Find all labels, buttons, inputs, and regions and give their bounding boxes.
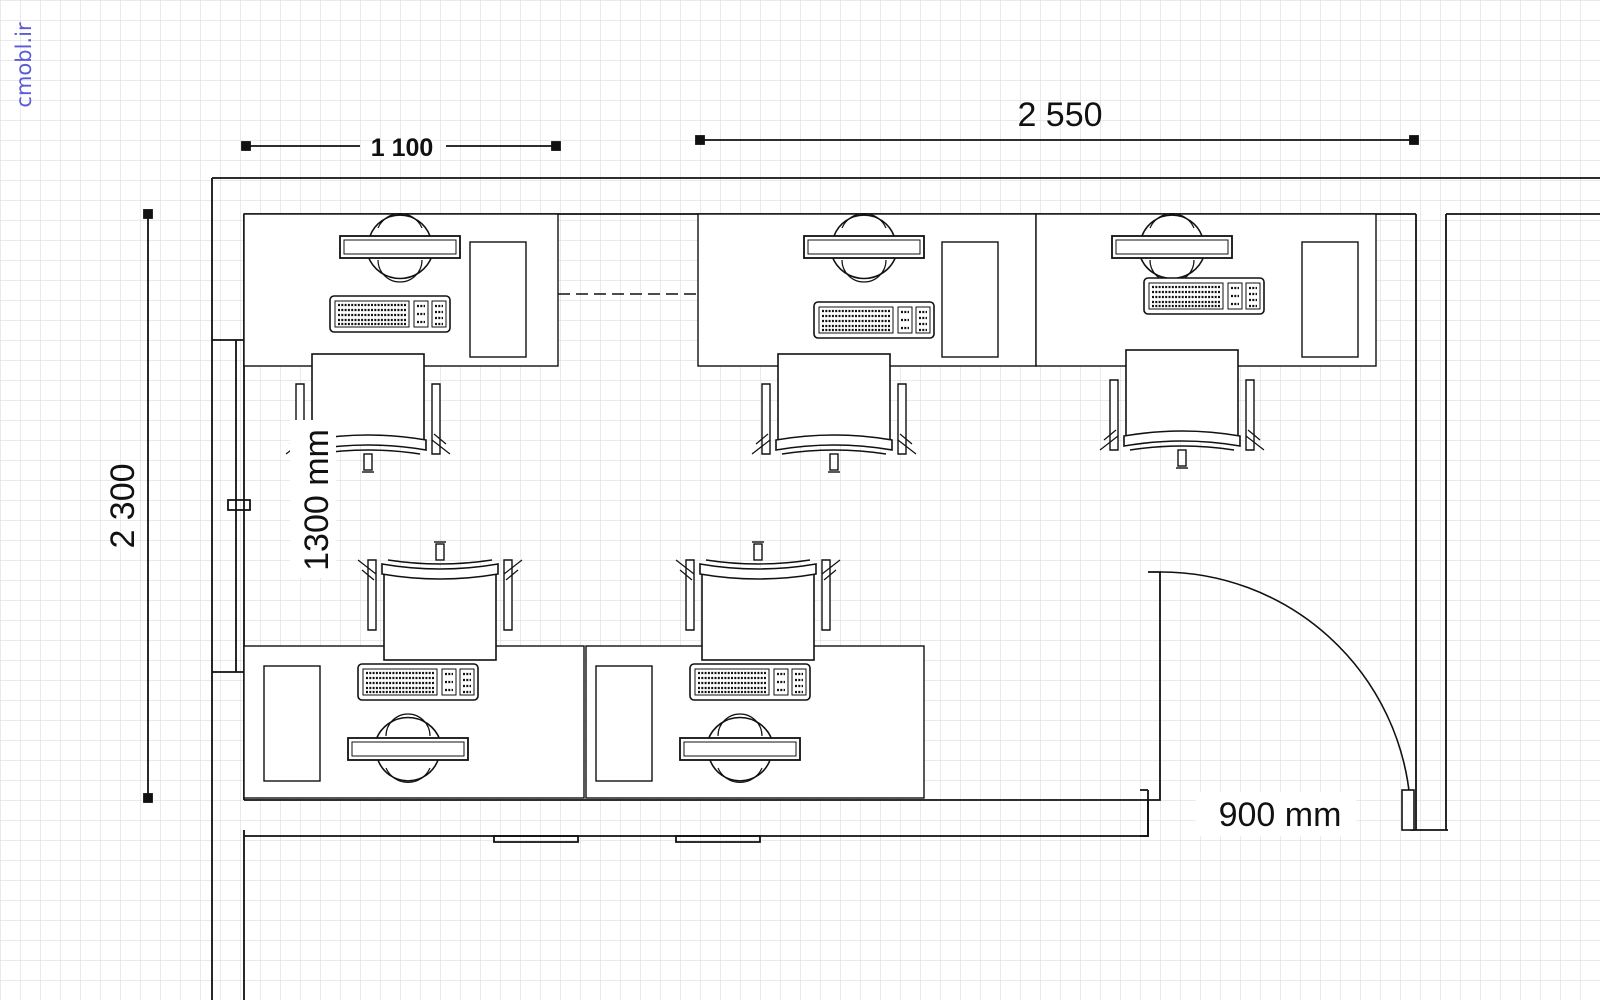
watermark-text: cmobl.ir [12, 22, 36, 108]
pc-case-icon [941, 241, 999, 358]
pc-case-icon [469, 241, 527, 358]
label-bg [1196, 792, 1356, 836]
dimension-door-width: 900 mm [1219, 796, 1342, 834]
dimension-inner-vertical: 1300 mm [298, 429, 336, 571]
watermark: cmobl.ir [0, 10, 48, 120]
dimension-lines [143, 135, 1419, 803]
keyboard-icon [356, 662, 480, 702]
keyboard-icon [328, 294, 452, 334]
label-bg [290, 420, 336, 578]
pc-case-icon [595, 665, 653, 782]
dimension-left-vertical: 2 300 [104, 463, 142, 548]
pc-case-icon [1301, 241, 1359, 358]
dimension-top-right: 2 550 [1017, 96, 1102, 134]
desk-row-bottom [243, 645, 925, 799]
dimension-top-left: 1 100 [371, 134, 434, 162]
keyboard-icon [812, 300, 936, 340]
keyboard-icon [688, 662, 812, 702]
door-swing-icon [1159, 571, 1415, 831]
keyboard-icon [1142, 276, 1266, 316]
pc-case-icon [263, 665, 321, 782]
